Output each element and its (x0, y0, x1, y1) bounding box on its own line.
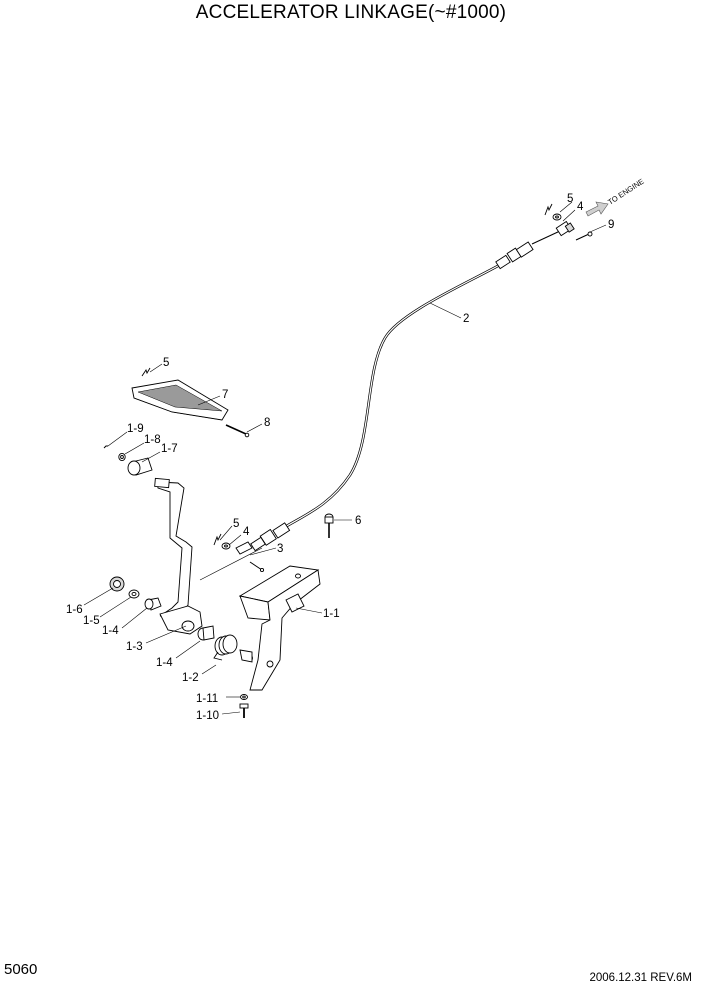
callout-1-11: 1-11 (196, 693, 218, 705)
bushings (103, 445, 215, 641)
callout-5-upper: 5 (567, 193, 573, 205)
return-spring (213, 634, 238, 661)
callout-1-10: 1-10 (196, 710, 219, 722)
callout-9: 9 (608, 219, 614, 231)
upper-hardware (544, 203, 593, 241)
callout-1-4-lower: 1-4 (156, 657, 173, 669)
stopper-bolt (324, 513, 334, 538)
bracket-hardware (239, 694, 249, 718)
callout-1-5: 1-5 (83, 615, 100, 627)
callout-5-lower: 5 (233, 518, 239, 530)
pedal-bracket (238, 565, 321, 691)
callout-1-4-left: 1-4 (102, 625, 119, 637)
callout-1-7: 1-7 (161, 443, 178, 455)
leader-lines (83, 201, 607, 715)
lower-hardware (213, 533, 265, 573)
callout-3: 3 (277, 543, 283, 555)
direction-label: TO ENGINE (606, 177, 645, 207)
page-title: ACCELERATOR LINKAGE(~#1000) (195, 2, 507, 23)
callout-4-upper: 4 (577, 201, 584, 213)
callout-6: 6 (355, 515, 361, 527)
callout-1-3: 1-3 (126, 641, 143, 653)
callout-5-pedal: 5 (163, 357, 169, 369)
accelerator-cable (250, 220, 575, 552)
page-number: 5060 (4, 961, 38, 978)
callout-7: 7 (222, 389, 228, 401)
callout-1-2: 1-2 (182, 672, 199, 684)
callout-2: 2 (463, 313, 469, 325)
callout-1-1: 1-1 (323, 608, 340, 620)
callout-labels: 5 4 9 2 5 7 8 1-9 1-8 1-7 5 4 3 6 1-1 1-… (66, 193, 614, 722)
pedal-pad (131, 367, 250, 438)
pedal-arm (154, 477, 203, 635)
callout-1-6: 1-6 (66, 604, 83, 616)
callout-8: 8 (264, 417, 270, 429)
revision-stamp: 2006.12.31 REV.6M (589, 972, 692, 984)
cable-upper-end (495, 220, 575, 270)
callout-4-lower: 4 (243, 526, 250, 538)
cable-lower-end (250, 522, 291, 552)
to-engine-arrow: TO ENGINE (585, 177, 646, 217)
callout-1-9: 1-9 (127, 423, 144, 435)
callout-1-8: 1-8 (144, 434, 161, 446)
